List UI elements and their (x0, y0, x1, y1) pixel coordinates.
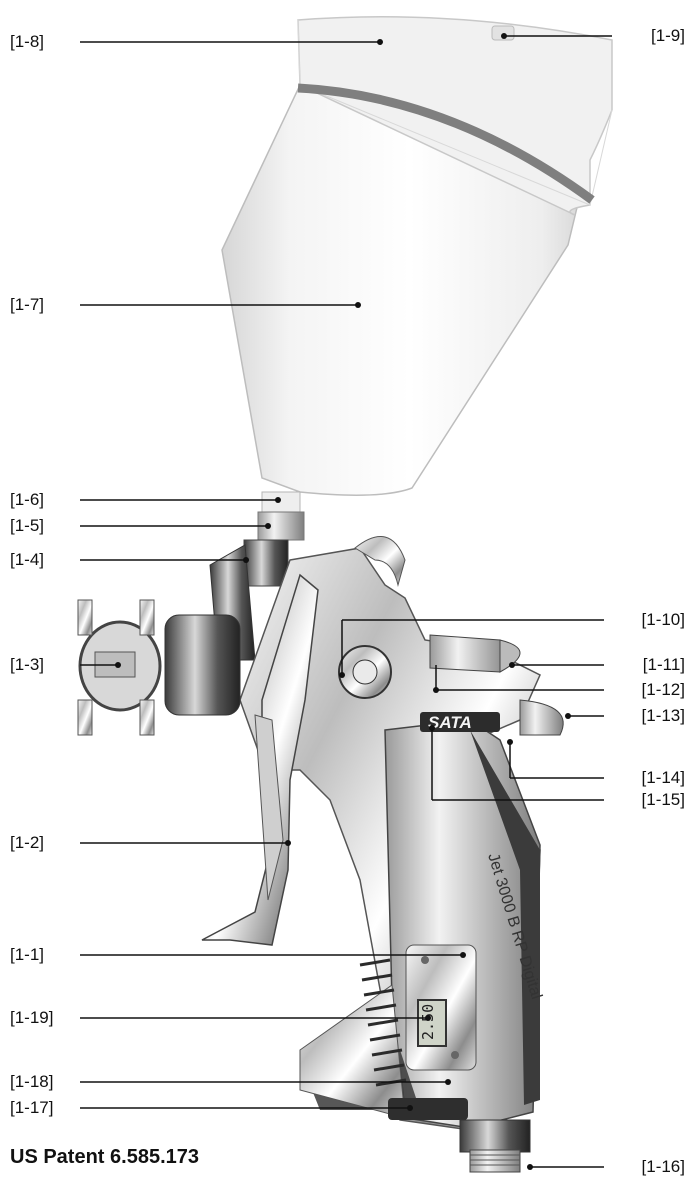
label-1-19: [1-19] (10, 1008, 54, 1027)
label-1-5: [1-5] (10, 516, 45, 535)
label-1-7: [1-7] (10, 295, 45, 314)
label-1-6: [1-6] (10, 490, 45, 509)
leader-dots (115, 33, 571, 1170)
label-1-3: [1-3] (10, 655, 45, 674)
label-1-4: [1-4] (10, 550, 45, 569)
lcd-readout: 2.50 (419, 1004, 437, 1040)
label-1-2: [1-2] (10, 833, 45, 852)
cup-neck (261, 491, 301, 515)
label-1-12: [1-12] (641, 680, 685, 699)
lcd-display (417, 999, 447, 1047)
label-1-18: [1-18] (10, 1072, 54, 1091)
label-1-10: [1-10] (641, 610, 685, 629)
brand-logo: SATA (428, 713, 472, 732)
brand-plate (420, 712, 500, 732)
label-1-17: [1-17] (10, 1098, 54, 1117)
cup-band (297, 83, 595, 204)
label-1-14: [1-14] (641, 768, 685, 787)
label-1-16: [1-16] (641, 1157, 685, 1176)
label-1-11: [1-11] (642, 655, 685, 674)
label-1-9: [1-9] (650, 26, 685, 45)
label-1-8: [1-8] (10, 32, 45, 51)
air-cap-ring (164, 614, 241, 716)
air-inlet (459, 1119, 531, 1153)
grip-bottom (388, 1098, 468, 1120)
leader-lines (80, 35, 612, 1168)
fluid-knob (429, 634, 511, 673)
label-1-15: [1-15] (641, 790, 685, 809)
air-knob (519, 699, 564, 736)
patent-caption: US Patent 6.585.173 (10, 1146, 199, 1168)
label-1-1: [1-1] (10, 945, 45, 964)
label-1-13: [1-13] (641, 706, 685, 725)
